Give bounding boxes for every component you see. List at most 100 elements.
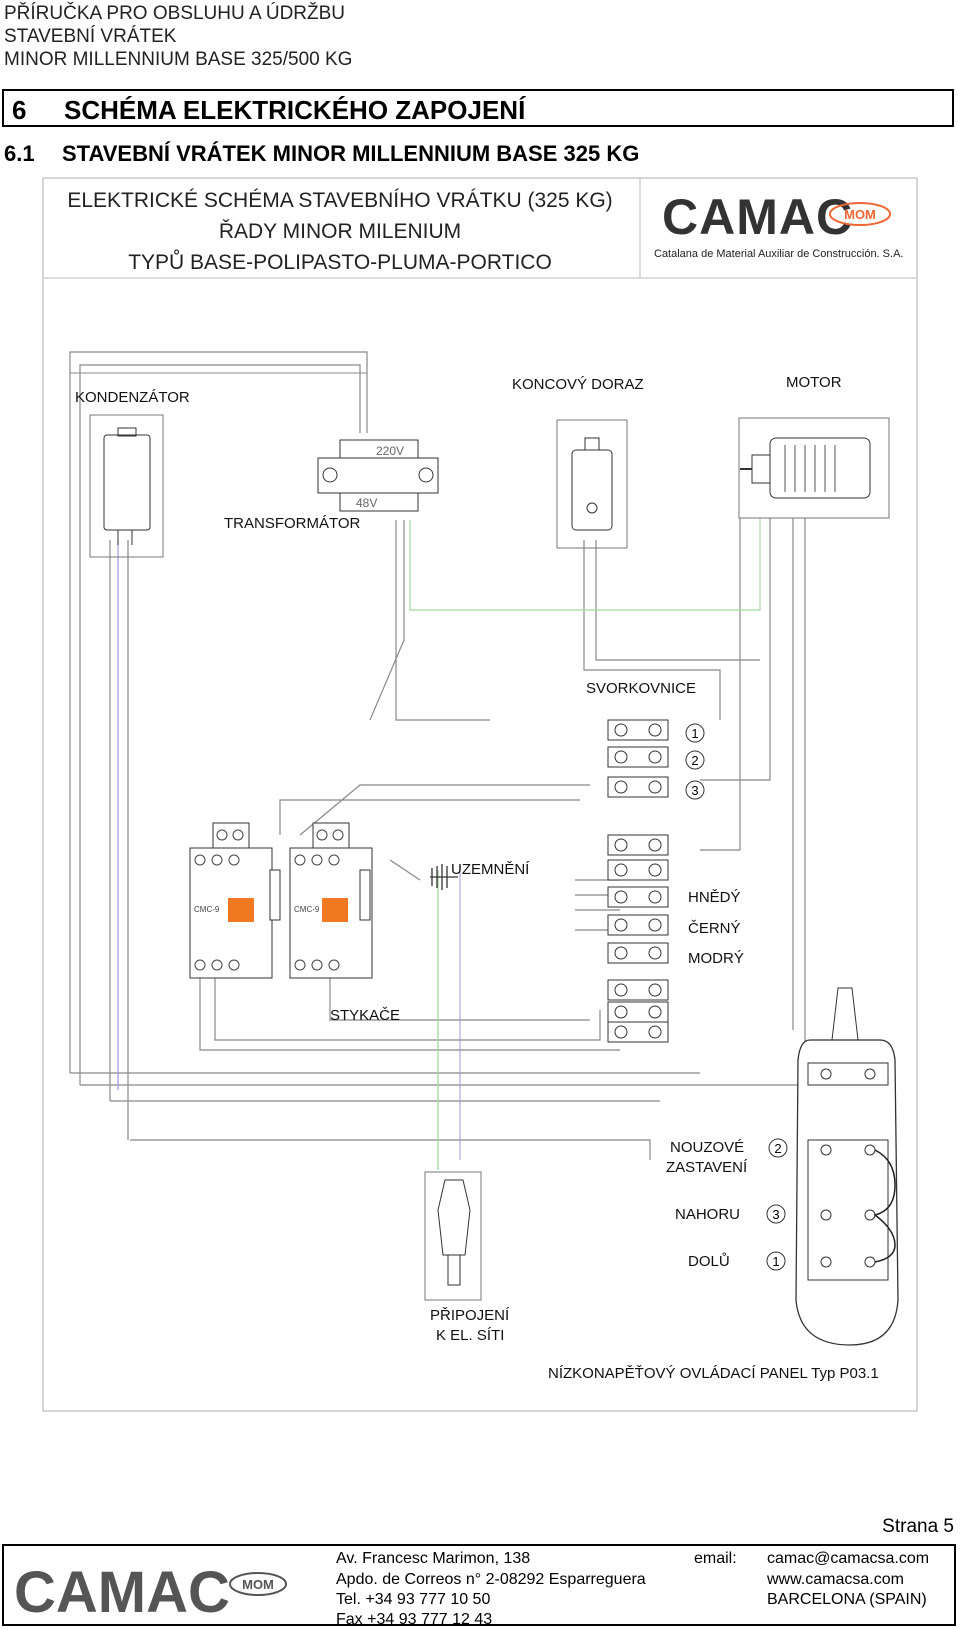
pendant-top-plate [807,1062,889,1086]
footer-email-label: email: [694,1550,737,1567]
footer [2,1544,956,1626]
terminal-screw [614,750,628,764]
terminal-screw [648,838,662,852]
terminal-screw [648,983,662,997]
transformer-48v: 48V [356,496,377,510]
contactor-screws [194,829,344,971]
terminal-screw [614,723,628,737]
contactor-screw [194,854,206,866]
down-label: DOLŮ [688,1252,730,1270]
section-title: SCHÉMA ELEKTRICKÉHO ZAPOJENÍ [64,95,526,125]
motor-box [738,417,890,519]
terminal-screw [614,918,628,932]
motor-label: MOTOR [786,374,842,391]
terminal-screw [648,750,662,764]
capacitor-leads [117,530,133,545]
footer-brand-badge: MOM [242,1577,274,1592]
footer-logo: CAMAC MOM [14,1560,287,1625]
contactor-screw [228,854,240,866]
wire-brown-label: HNĚDÝ [688,889,741,906]
footer-tel: Tel. +34 93 777 10 50 [336,1591,491,1608]
motor-fins [784,445,836,492]
emergency-stop-label-1: NOUZOVÉ [670,1139,744,1156]
terminal-screw [648,918,662,932]
header-line-3: MINOR MILLENNIUM BASE 325/500 KG [4,49,353,70]
contactor-screw [294,959,306,971]
contactor-screw [316,829,328,841]
terminal-screw [648,1005,662,1019]
emergency-stop-label-2: ZASTAVENÍ [666,1159,748,1176]
terminal-screw [648,780,662,794]
contactor-left: CMC-9 [189,822,281,979]
brand-badge-oval [829,202,891,226]
pendant-cable-gland [831,987,859,1041]
contactor-left-indicator [228,898,254,922]
terminal-numbers [685,723,705,800]
footer-city: BARCELONA (SPAIN) [767,1591,927,1608]
control-panel-label: NÍZKONAPĚŤOVÝ OVLÁDACÍ PANEL Typ P03.1 [548,1365,879,1382]
brand-tagline: Catalana de Material Auxiliar de Constru… [654,248,903,260]
up-label: NAHORU [675,1206,740,1223]
diagram-title-line-2: ŘADY MINOR MILENIUM [219,220,461,243]
contactor-screw [311,854,323,866]
contactor-right-model: CMC-9 [294,905,320,914]
mains-label-1: PŘIPOJENÍ [430,1307,510,1324]
subsection-number: 6.1 [4,141,35,166]
terminal-screw [614,863,628,877]
mains-label-2: K EL. SÍTI [436,1327,504,1344]
transformer-core [317,457,439,494]
subsection-title: STAVEBNÍ VRÁTEK MINOR MILLENNIUM BASE 32… [62,141,640,166]
contactor-screw [232,829,244,841]
limit-switch-label: KONCOVÝ DORAZ [512,376,644,393]
pendant-switch-plate [807,1139,889,1281]
pendant-jumper-wire [873,1149,896,1263]
transformer-label: TRANSFORMÁTOR [224,515,361,532]
capacitor-body [103,434,151,531]
contactor-screw [332,829,344,841]
wire-blue-label: MODRÝ [688,950,744,967]
diagram-title-line-3: TYPŮ BASE-POLIPASTO-PLUMA-PORTICO [128,250,552,274]
wires-gray [69,351,820,1160]
brand-badge: MOM [844,207,876,222]
panel-number-down: 1 [772,1254,779,1269]
document-header: PŘÍRUČKA PRO OBSLUHU A ÚDRŽBU STAVEBNÍ V… [4,2,352,71]
limit-switch-box [556,419,628,549]
terminal-screw [614,1005,628,1019]
contactor-left-model: CMC-9 [194,905,220,914]
contactor-screw [194,959,206,971]
mains-plug [437,1179,471,1256]
terminal-screw [648,946,662,960]
contactor-screw [216,829,228,841]
terminal-screw [648,890,662,904]
contactor-right: CMC-9 [289,822,373,979]
terminal-number-2: 2 [691,753,698,768]
section-heading: 6 SCHÉMA ELEKTRICKÉHO ZAPOJENÍ [2,89,954,127]
terminal-block-label: SVORKOVNICE [586,680,696,697]
footer-web-link[interactable]: www.camacsa.com [767,1571,904,1588]
contactor-screw [211,854,223,866]
terminal-screw [648,723,662,737]
capacitor-box [89,414,164,558]
section-number: 6 [12,95,27,125]
mains-box [424,1171,482,1301]
contactor-screw [294,854,306,866]
diagram-frame [42,177,918,1412]
footer-email-link[interactable]: camac@camacsa.com [767,1550,930,1567]
terminal-screw [648,863,662,877]
contactor-screw [328,959,340,971]
terminal-number-3: 3 [691,783,698,798]
terminal-screw [648,1025,662,1039]
terminal-screw [614,1025,628,1039]
brand-logo: CAMAC [662,189,853,245]
terminal-block [607,719,669,1043]
grounding-symbol [430,864,458,890]
page-number: Strana 5 [882,1516,954,1537]
transformer-bottom [339,492,419,512]
panel-number-emergency: 2 [774,1141,781,1156]
header-line-2: STAVEBNÍ VRÁTEK [4,26,177,47]
contactor-right-indicator [322,898,348,922]
footer-address-1: Av. Francesc Marimon, 138 [336,1550,531,1567]
diagram-title-line-1: ELEKTRICKÉ SCHÉMA STAVEBNÍHO VRÁTKU (325… [67,189,612,212]
header-line-1: PŘÍRUČKA PRO OBSLUHU A ÚDRŽBU [4,3,346,24]
